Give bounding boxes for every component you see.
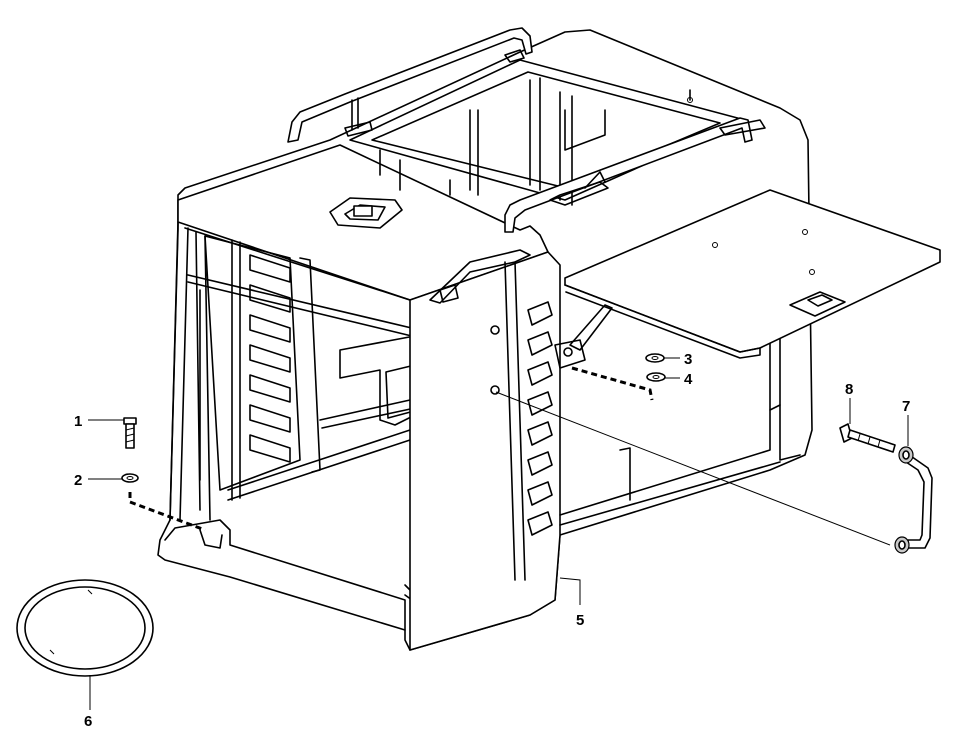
- callout-4: 4: [684, 371, 693, 388]
- bolt-part-8: [839, 423, 896, 453]
- left-vent-slots: [249, 254, 291, 463]
- bolt-part-1: [123, 417, 137, 449]
- callout-2: 2: [74, 472, 82, 489]
- washer-part-2: [121, 473, 139, 483]
- cab-frame: [157, 27, 813, 651]
- callout-8: 8: [845, 381, 853, 398]
- washer-part-3: [645, 353, 665, 363]
- grab-handle-part-7: [894, 446, 933, 554]
- right-vent-slots: [527, 301, 553, 536]
- callout-labels: 1 2 3 4 5 6 7 8: [74, 351, 910, 730]
- assembly-path-right: [571, 366, 654, 401]
- leader-lines: [88, 357, 909, 710]
- assembly-path-left: [128, 492, 206, 532]
- callout-6: 6: [84, 713, 92, 730]
- nut-part-4: [646, 372, 666, 382]
- seal-ring-part-6: [16, 579, 154, 677]
- fold-down-shelf: [554, 97, 941, 369]
- callout-3: 3: [684, 351, 692, 368]
- callout-5: 5: [576, 612, 584, 629]
- callout-1: 1: [74, 413, 82, 430]
- callout-7: 7: [902, 398, 910, 415]
